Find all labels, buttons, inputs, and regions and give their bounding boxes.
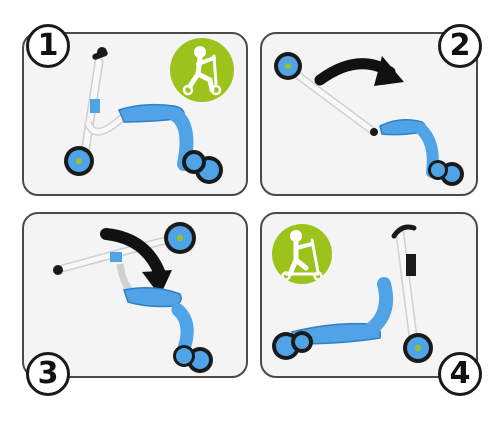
step-1-panel [22,32,248,196]
rotating-step-illustration [53,222,213,373]
step-number-badge: 3 [26,352,70,396]
step-number-badge: 1 [26,24,70,68]
folding-step-illustration [274,52,464,186]
step-number-badge: 2 [438,24,482,68]
balance-bike-illustration [64,47,223,184]
step-3-panel [22,212,248,378]
step-4-panel [260,212,478,378]
scooter-illustration [272,224,433,363]
balance-bike-rider-icon [170,38,234,102]
step-number-badge: 4 [438,352,482,396]
scooter-rider-icon [272,224,332,284]
